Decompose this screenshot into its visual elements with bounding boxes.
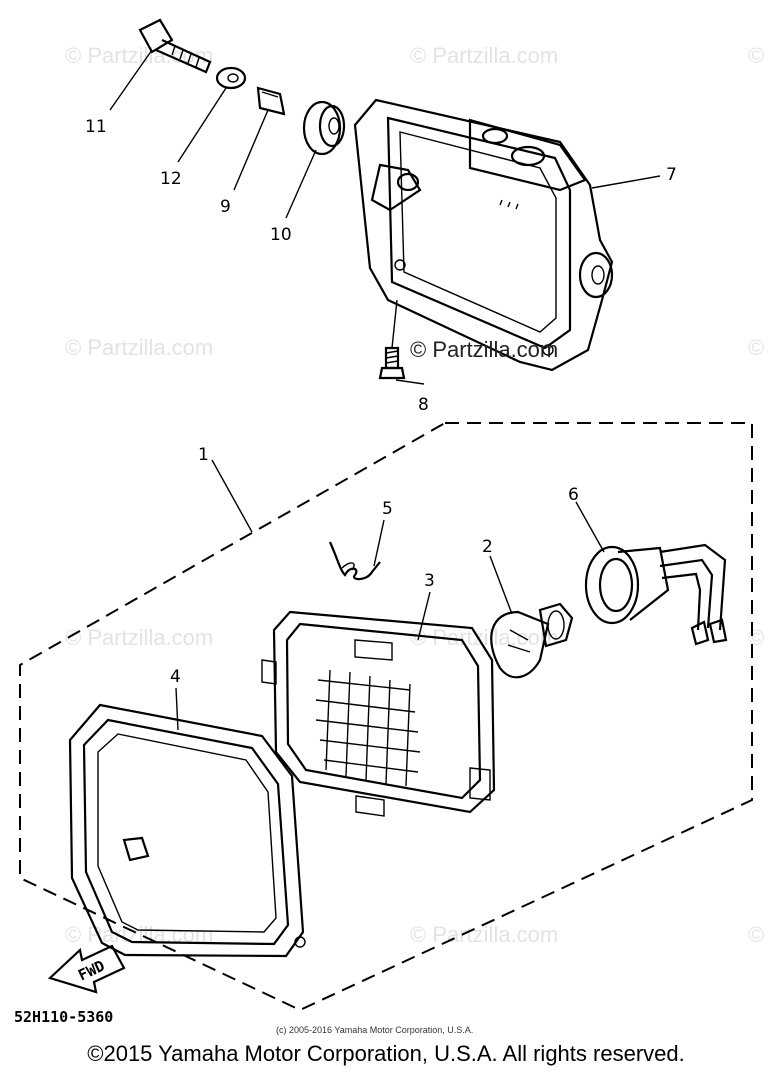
callout-5: 5 [382,499,393,519]
callout-4: 4 [170,667,181,687]
small-copyright: (c) 2005-2016 Yamaha Motor Corporation, … [276,1025,473,1035]
watermark: © Partzilla.com [65,335,213,360]
callout-10: 10 [270,225,292,245]
watermark: © Partzilla.com [65,625,213,650]
part-12-washer [215,66,247,90]
part-3-lens-unit [261,610,496,817]
footer-copyright: ©2015 Yamaha Motor Corporation, U.S.A. A… [87,1041,685,1066]
callouts: 11 12 9 10 7 8 1 5 3 2 6 4 [85,117,677,687]
assembly-1-outline [19,422,753,1012]
watermark-dark: © Partzilla.com [410,337,558,362]
watermark: © [748,335,764,360]
watermark: © Partzilla.com [410,43,558,68]
part-9-collar [256,86,286,116]
callout-6: 6 [568,485,579,505]
callout-9: 9 [220,197,231,217]
part-10-grommet [302,100,346,156]
callout-7: 7 [666,165,677,185]
callout-8: 8 [418,395,429,415]
leader-lines [109,49,661,731]
part-7-housing [353,98,614,372]
part-4-rim [68,703,306,958]
callout-11: 11 [85,117,107,137]
watermark: © Partzilla.com [410,922,558,947]
part-11-bolt [138,18,212,74]
callout-2: 2 [482,537,493,557]
fwd-arrow: FWD [47,944,126,994]
callout-12: 12 [160,169,182,189]
part-5-spring [328,541,381,581]
callout-1: 1 [198,445,209,465]
watermark: © [748,43,764,68]
diagram-code: 52H110-5360 [14,1008,113,1026]
callout-3: 3 [424,571,435,591]
fwd-label: FWD [75,957,107,985]
part-6-socket [584,543,728,646]
watermark: © [748,922,764,947]
watermark: © [748,625,764,650]
part-8-screw [378,346,406,380]
part-2-bulb [490,602,574,679]
